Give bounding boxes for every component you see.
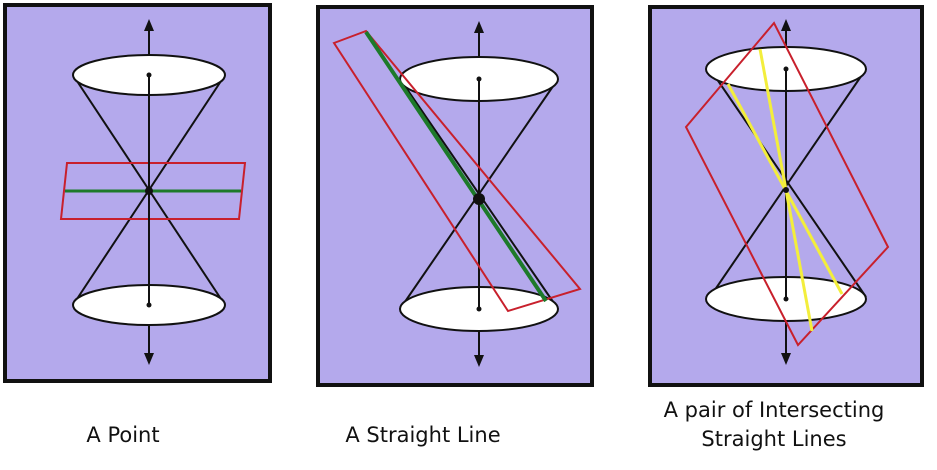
top-center-dot — [146, 72, 152, 78]
vertex-point — [783, 187, 789, 193]
axis-arrow-up-icon — [781, 19, 791, 31]
panel-point — [3, 3, 272, 383]
cutting-plane — [59, 162, 247, 220]
cone-edge-line — [709, 68, 867, 298]
panel-intersecting-lines — [648, 5, 924, 387]
top-center-dot — [476, 76, 482, 82]
bottom-center-dot — [783, 296, 789, 302]
cutting-plane — [332, 29, 582, 313]
section-line — [364, 30, 548, 303]
straight-line-diagram — [320, 9, 590, 383]
axis-arrow-down-icon — [144, 353, 154, 365]
caption-line-2: Straight Lines — [701, 427, 847, 451]
panel-straight-line — [316, 5, 594, 387]
caption-straight-line: A Straight Line — [345, 423, 501, 447]
caption-point: A Point — [86, 423, 160, 447]
cutting-plane — [684, 21, 890, 347]
axis-arrow-up-icon — [144, 19, 154, 31]
caption-line-1: A pair of Intersecting — [663, 398, 885, 422]
vertex-point — [145, 187, 153, 195]
bottom-center-dot — [146, 302, 152, 308]
axis-arrow-down-icon — [474, 355, 484, 367]
point-diagram — [7, 7, 268, 379]
vertex-point — [473, 193, 485, 205]
axis-arrow-up-icon — [474, 21, 484, 33]
intersecting-lines-diagram — [652, 9, 920, 383]
caption-intersecting-lines: A pair of Intersecting Straight Lines — [640, 396, 908, 454]
top-center-dot — [783, 66, 789, 72]
bottom-center-dot — [476, 306, 482, 312]
axis-arrow-down-icon — [781, 353, 791, 365]
